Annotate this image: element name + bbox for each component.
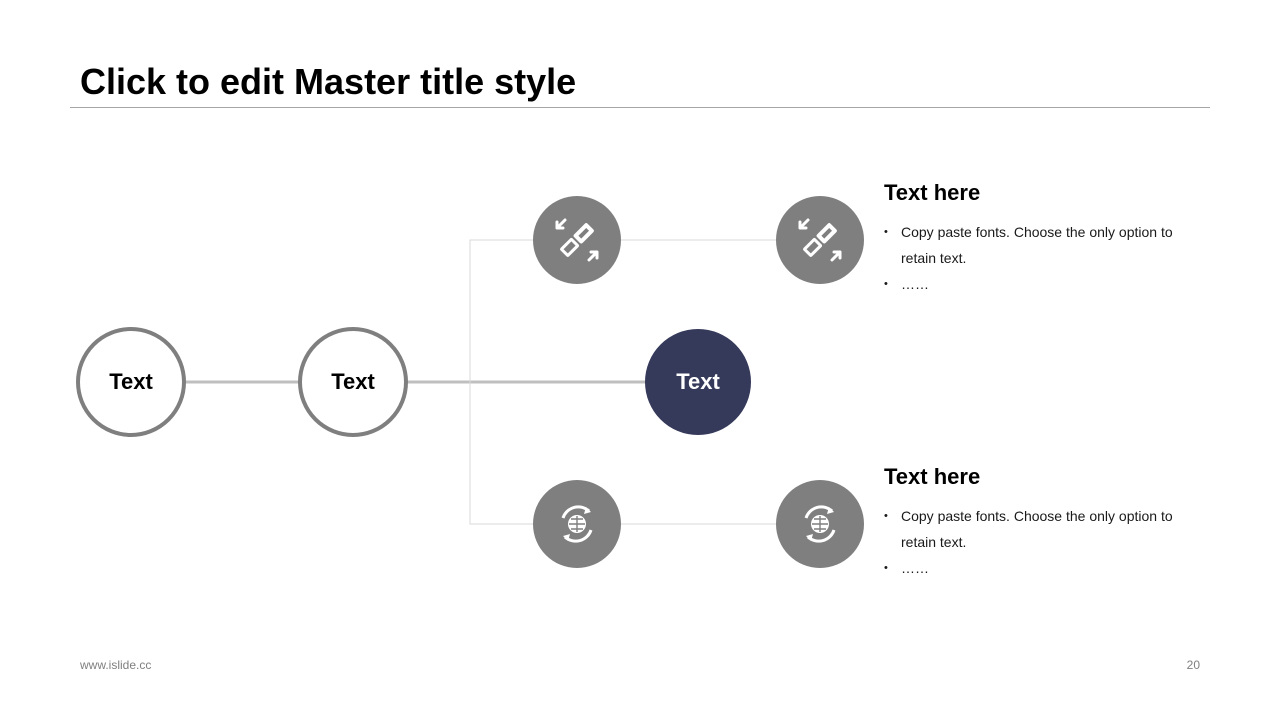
title-divider [70,107,1210,108]
node-center-label[interactable]: Text [676,369,720,394]
node-second-circle [298,327,408,437]
seatbelt-icon [776,196,864,284]
node-center-circle [645,329,751,435]
text-block-bottom: Text here Copy paste fonts. Choose the o… [884,463,1204,581]
seatbelt-icon [798,218,842,262]
bullet-item[interactable]: …… [884,555,1204,581]
seatbelt-icon [533,196,621,284]
global-refresh-icon [561,505,593,543]
text-block-title[interactable]: Text here [884,464,981,489]
global-refresh-icon [804,505,836,543]
footer-url: www.islide.cc [80,658,152,672]
node-first-circle [76,327,186,437]
text-block-title[interactable]: Text here [884,180,981,205]
node-first-label[interactable]: Text [109,369,153,394]
bullet-item[interactable]: Copy paste fonts. Choose the only option… [884,219,1204,271]
page-number: 20 [1186,658,1200,672]
bullet-item[interactable]: Copy paste fonts. Choose the only option… [884,503,1204,555]
slide-title[interactable]: Click to edit Master title style [80,61,577,102]
seatbelt-icon [555,218,599,262]
text-block-top: Text here Copy paste fonts. Choose the o… [884,179,1204,297]
global-refresh-icon [533,480,621,568]
bullet-list: Copy paste fonts. Choose the only option… [884,503,1204,581]
bullet-list: Copy paste fonts. Choose the only option… [884,219,1204,297]
bullet-item[interactable]: …… [884,271,1204,297]
global-refresh-icon [776,480,864,568]
node-second-label[interactable]: Text [331,369,375,394]
